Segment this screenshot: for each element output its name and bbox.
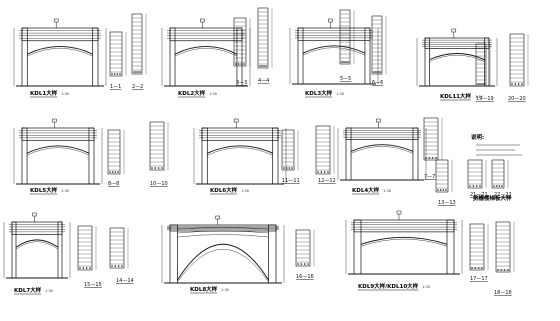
elevation-title: KDL8大样	[190, 285, 218, 293]
section-detail	[423, 117, 443, 161]
section-label: 6—6	[372, 80, 383, 86]
elevation-title: KDL1大样	[30, 89, 58, 97]
section-detail	[495, 221, 515, 273]
section-label: 1—1	[110, 84, 121, 90]
elevation-scale: 1:30	[336, 92, 344, 96]
section-label: 14—14	[116, 278, 134, 284]
section-label: 21—21	[470, 192, 488, 198]
section-detail	[467, 159, 487, 189]
section-detail	[371, 15, 387, 75]
section-detail	[475, 43, 491, 87]
arch-frame-elevation	[416, 28, 498, 87]
section-label: 16—16	[296, 274, 314, 280]
arch-frame-elevation	[13, 18, 107, 87]
elevation-title: KDL2大样	[178, 89, 206, 97]
elevation-scale: 1:30	[475, 95, 483, 99]
elevation-scale: 1:30	[241, 189, 249, 193]
section-detail	[257, 7, 273, 69]
section-label: 15—15	[84, 282, 102, 288]
section-detail	[149, 121, 169, 171]
misc-layer: 说明: 挑檐楼梯板大样	[471, 133, 522, 202]
section-detail	[469, 223, 489, 271]
section-label: 2—2	[132, 84, 143, 90]
elevation-scale: 1:30	[61, 189, 69, 193]
section-label: 10—10	[150, 181, 168, 187]
section-detail	[435, 159, 453, 193]
elevation-scale: 1:30	[221, 288, 229, 292]
elevation-scale: 1:30	[209, 92, 217, 96]
section-detail	[339, 9, 355, 65]
elevation-title: KDL4大样	[352, 186, 380, 194]
section-detail	[315, 125, 335, 175]
section-label: 13—13	[438, 200, 456, 206]
section-detail	[281, 129, 299, 171]
note-text-lines	[476, 144, 522, 156]
section-label: 22—22	[494, 192, 512, 198]
section-detail	[295, 229, 315, 267]
section-detail	[109, 227, 129, 269]
arch-frame-elevation	[193, 118, 287, 185]
section-detail	[509, 33, 529, 87]
arch-frame-elevation	[289, 18, 379, 85]
section-detail	[107, 129, 125, 175]
arch-frame-elevation	[345, 210, 463, 275]
section-label: 5—5	[340, 76, 351, 82]
section-label: 20—20	[508, 96, 526, 102]
section-label: 12—12	[318, 178, 336, 184]
arch-frame-elevation	[161, 215, 285, 284]
section-label: 19—19	[476, 96, 494, 102]
arch-frame-elevation	[337, 118, 427, 181]
section-label: 11—11	[282, 178, 300, 184]
elevation-title: KDL6大样	[210, 186, 238, 194]
elevation-title: KDL7大样	[14, 286, 42, 294]
section-layer: 1—1 2—2 3—3 4—4 5—5 6—6 19—19 20—20 8—8 10—10 11—1…	[77, 7, 529, 296]
section-detail	[491, 159, 509, 189]
section-detail	[77, 225, 97, 271]
elevation-title: KDL11大样	[440, 92, 471, 100]
note-block-title: 说明:	[471, 133, 484, 141]
section-detail	[109, 31, 127, 77]
elevation-scale: 1:30	[45, 289, 53, 293]
elevation-title: KDL5大样	[30, 186, 58, 194]
arch-frame-elevation	[13, 118, 103, 185]
arch-frame-elevation	[161, 18, 251, 87]
elevation-scale: 1:30	[383, 189, 391, 193]
elevation-scale: 1:30	[61, 92, 69, 96]
detail-title: 挑檐楼梯板大样	[473, 194, 512, 202]
elevation-scale: 1:30	[422, 285, 430, 289]
arch-frame-elevation	[3, 212, 71, 279]
section-label: 18—18	[494, 290, 512, 296]
section-label: 3—3	[236, 80, 247, 86]
section-label: 4—4	[258, 78, 269, 84]
section-label: 8—8	[108, 181, 119, 187]
section-detail	[131, 13, 147, 75]
section-label: 7—7	[424, 174, 435, 180]
elevation-title: KDL9大样/KDL10大样	[358, 282, 419, 290]
elevation-title: KDL3大样	[305, 89, 333, 97]
section-label: 17—17	[470, 276, 488, 282]
section-detail	[233, 17, 251, 67]
